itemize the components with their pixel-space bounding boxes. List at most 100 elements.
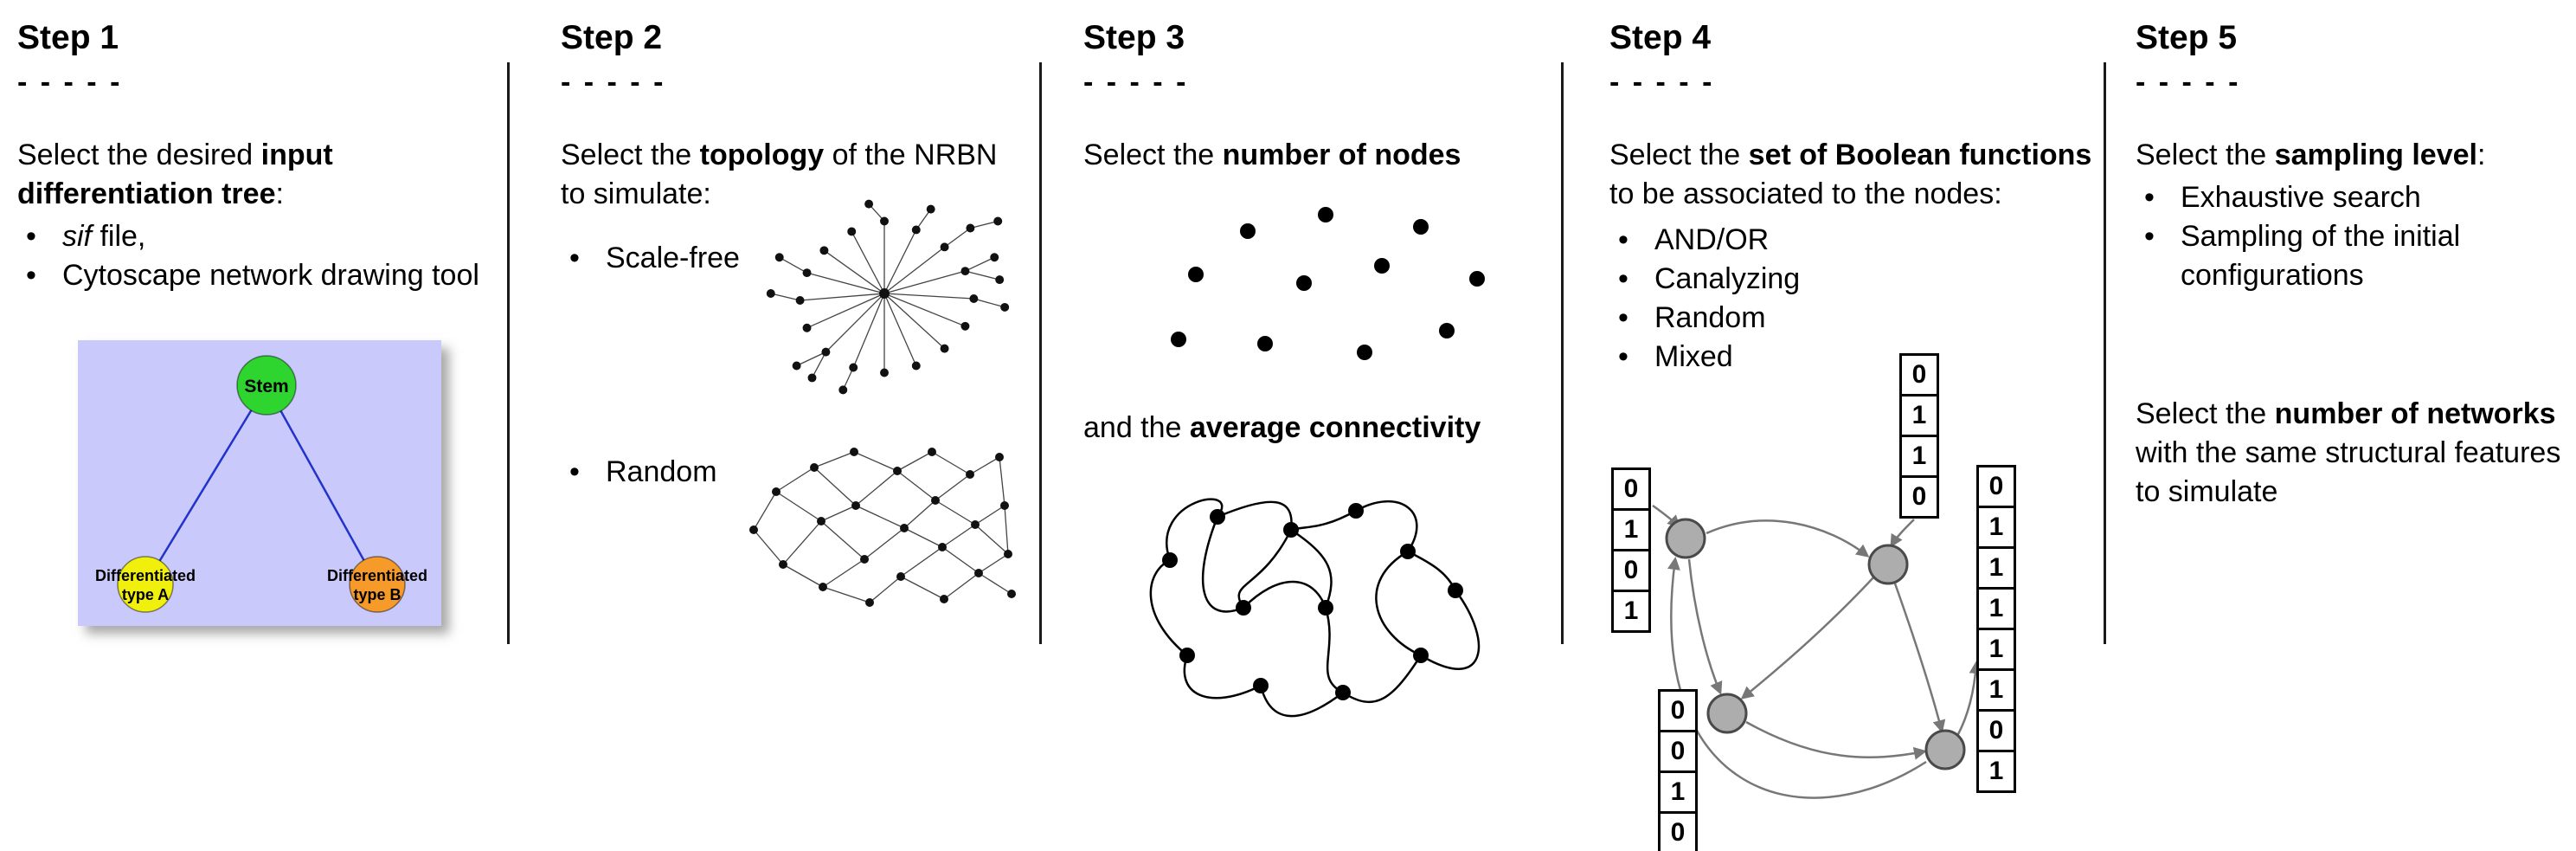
truth-table-right: 0 1 1 1 1 1 0 1 [1976,465,2016,793]
truth-table-cell: 1 [1976,628,2016,671]
text: Select the [1609,139,1749,171]
step-3-column: Step 3 - - - - - Select the number of no… [1083,19,1564,738]
text: Select the [2136,139,2275,171]
truth-table-cell: 0 [1658,689,1698,732]
step-1-dashed-separator: - - - - - [17,66,123,99]
text-bold: topology [699,139,825,171]
text: to be associated to the nodes: [1609,177,2002,210]
text-bold: sampling level [2274,139,2477,171]
boolean-network-graphic: 0 1 1 0 0 1 0 1 0 1 1 1 1 1 0 1 [1609,341,2096,851]
differentiation-tree-image: Stem Differentiated type A Differentiate… [78,340,441,626]
bullet-mixed: Mixed [1609,338,2098,377]
step-3-intro: Select the number of nodes [1083,136,1564,175]
step-4-bullet-list: AND/OR Canalyzing Random Mixed [1609,221,2098,377]
truth-table-cell: 1 [1658,770,1698,814]
text: Select the [561,139,700,171]
step-1-column: Step 1 - - - - - Select the desired inpu… [17,19,502,626]
truth-table-cell: 1 [1611,590,1651,633]
type-a-label-line2: type A [122,586,169,603]
step-4-column: Step 4 - - - - - Select the set of Boole… [1609,19,2098,851]
step-5-networks-text: Select the number of networks with the s… [2136,395,2564,512]
truth-table-left: 0 1 0 1 [1611,467,1651,633]
truth-table-cell: 0 [1658,730,1698,773]
step-2-title: Step 2 [561,19,663,56]
column-divider [2104,62,2106,644]
truth-table-cell: 1 [1899,435,1939,478]
type-a-label-line1: Differentiated [95,567,196,584]
step-3-connectivity-text: and the average connectivity [1083,409,1564,448]
truth-table-cell: 0 [1658,811,1698,851]
random-network-graphic [749,448,1016,607]
text: : [2476,139,2486,171]
step-1-intro: Select the desired input differentiation… [17,136,502,214]
bullet-and-or: AND/OR [1609,221,2098,260]
scattered-nodes-graphic [1171,207,1485,360]
step-2-intro: Select the topology of the NRBN to simul… [561,136,1024,214]
bullet-exhaustive-search: Exhaustive search [2136,178,2564,217]
truth-table-cell: 1 [1899,394,1939,437]
scale-free-row: Scale-free [561,199,1024,396]
type-b-label-line1: Differentiated [327,567,427,584]
truth-table-cell: 1 [1976,546,2016,590]
step-4-intro: Select the set of Boolean functions to b… [1609,136,2098,214]
truth-table-cell: 0 [1611,467,1651,511]
bullet-random-functions: Random [1609,299,2098,338]
text-bold: set of Boolean functions [1748,139,2092,171]
step-4-dashed-separator: - - - - - [1609,66,1715,99]
text-bold: number of networks [2274,397,2556,430]
gene-node-4 [1924,729,1966,770]
step-4-title: Step 4 [1609,19,1712,56]
random-row: Random [561,448,1024,618]
truth-table-cell: 0 [1611,549,1651,592]
differentiated-type-a-node [117,556,174,613]
truth-table-cell: 1 [1976,750,2016,793]
column-divider [1561,62,1564,644]
truth-table-cell: 1 [1611,508,1651,551]
text: with the same structural features to sim… [2136,436,2561,508]
bullet-scale-free: Scale-free [561,239,740,278]
gene-node-1 [1665,518,1706,559]
step-1-bullet-list: sif file, Cytoscape network drawing tool [17,217,502,295]
step-2-dashed-separator: - - - - - [561,66,666,99]
truth-table-cell: 1 [1976,587,2016,630]
type-b-label-line2: type B [353,586,401,603]
step-5-title: Step 5 [2136,19,2238,56]
truth-table-cell: 0 [1976,465,2016,508]
stem-node [236,355,297,416]
truth-table-cell: 1 [1976,668,2016,712]
text-italic: sif [62,220,92,253]
bullet-scale-free-wrap: Scale-free [561,239,740,278]
text-bold: average connectivity [1189,411,1481,444]
text: file, [92,220,146,253]
network-nodes [1665,518,1966,770]
text: : [275,177,284,210]
differentiated-type-b-node [349,556,406,613]
step-1-title: Step 1 [17,19,119,56]
tree-edges [144,384,379,585]
truth-table-cell: 1 [1976,506,2016,549]
step-5-column: Step 5 - - - - - Select the sampling lev… [2136,19,2564,512]
truth-table-cell: 0 [1899,353,1939,396]
text: Select the [2136,397,2275,430]
step-3-title: Step 3 [1083,19,1185,56]
differentiation-tree-graphic: Stem Differentiated type A Differentiate… [78,340,441,626]
bullet-random-wrap: Random [561,453,717,492]
scale-free-network-graphic [766,199,1010,395]
step-2-column: Step 2 - - - - - Select the topology of … [561,19,1024,618]
truth-table-bottom: 0 0 1 0 [1658,689,1698,851]
bullet-cytoscape-tool: Cytoscape network drawing tool [17,256,502,295]
bullet-canalyzing: Canalyzing [1609,260,2098,299]
column-divider [1039,62,1042,644]
bullet-sif-file: sif file, [17,217,502,256]
network-arrows [1652,504,1982,799]
truth-table-top: 0 1 1 0 [1899,353,1939,519]
boolean-network-edges-and-nodes [1652,504,1982,799]
column-divider [507,62,510,644]
gene-node-2 [1867,544,1909,585]
text: and the [1083,411,1190,444]
step-3-dashed-separator: - - - - - [1083,66,1189,99]
bullet-random: Random [561,453,717,492]
text: of the NRBN to simulate: [561,139,998,210]
bullet-sampling-initial-configurations: Sampling of the initial configurations [2136,217,2564,295]
